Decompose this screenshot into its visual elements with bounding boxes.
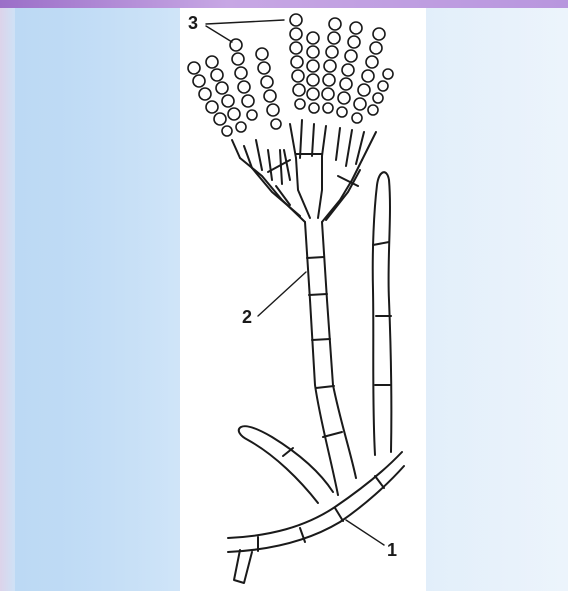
conidia-chains — [188, 14, 393, 136]
label-hypha: 1 — [387, 541, 397, 559]
penicillus-branches — [232, 120, 376, 222]
conidiophore-stalk — [305, 222, 356, 495]
label-conidia: 3 — [188, 14, 198, 32]
hypha-right — [373, 172, 392, 455]
hypha-left-branch — [239, 426, 333, 503]
label-conidiophore: 2 — [242, 308, 252, 326]
